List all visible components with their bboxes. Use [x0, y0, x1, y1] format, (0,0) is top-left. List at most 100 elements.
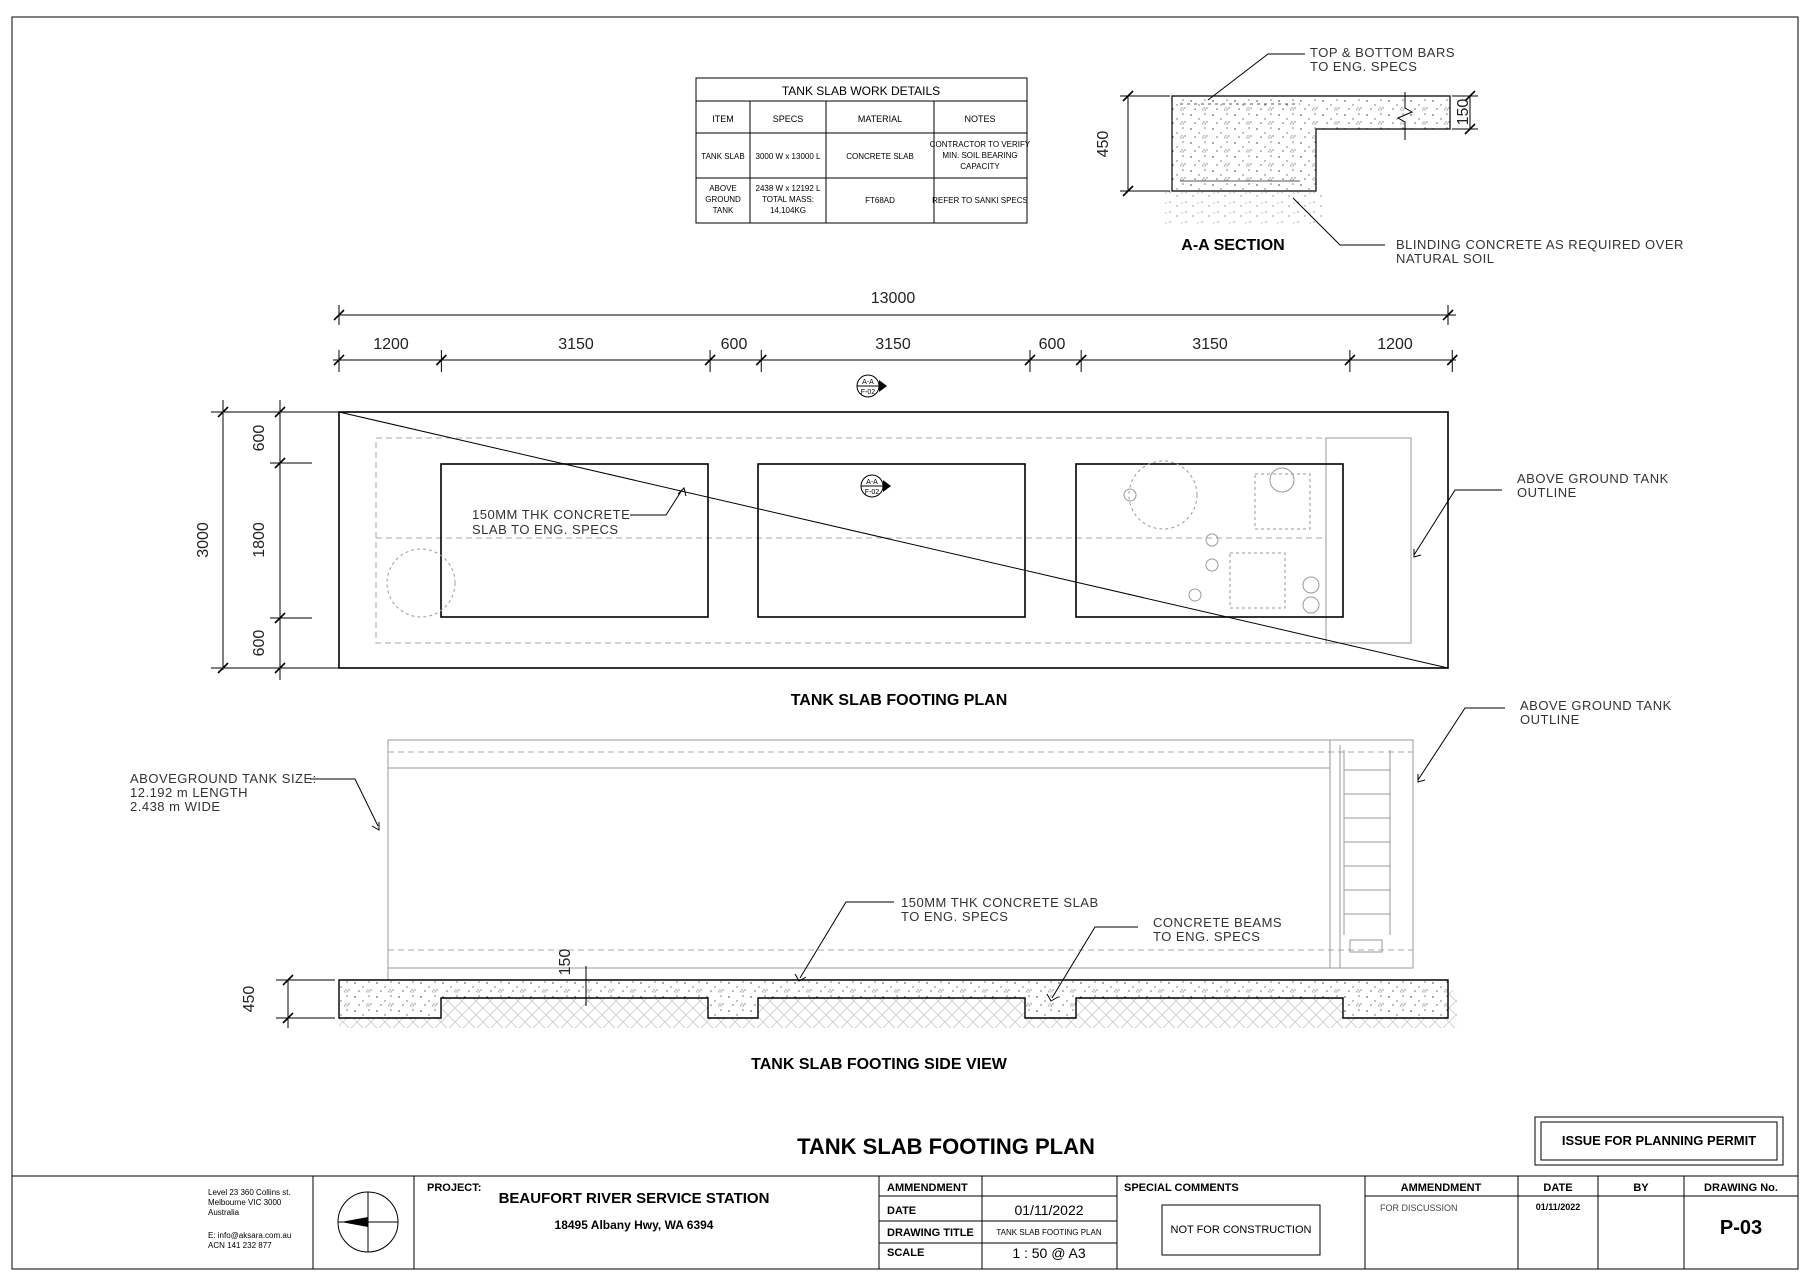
special-comments-label: SPECIAL COMMENTS: [1124, 1182, 1239, 1194]
table-cell: MIN. SOIL BEARING: [942, 151, 1017, 160]
north-arrow-icon: [337, 1191, 399, 1253]
plan-outline-note: ABOVE GROUND TANK: [1517, 471, 1669, 486]
table-cell: CONCRETE SLAB: [846, 152, 914, 161]
segment-dim: 3150: [875, 336, 911, 353]
beam-pit: [1075, 463, 1344, 618]
company-address-line: Melbourne VIC 3000: [208, 1198, 282, 1207]
section-height-dim: 450: [1095, 131, 1112, 158]
side-height-dim: 450: [241, 986, 258, 1013]
plan-slab-note: 150MM THK CONCRETE: [472, 507, 630, 522]
table-cell: GROUND: [705, 195, 741, 204]
slab-outline: [338, 411, 1449, 669]
segment-dim: 3150: [558, 336, 594, 353]
rev-by-header: BY: [1633, 1182, 1649, 1194]
side-slab-note: TO ENG. SPECS: [901, 909, 1008, 924]
table-cell: TANK SLAB: [701, 152, 744, 161]
amendment-label: AMMENDMENT: [887, 1182, 968, 1194]
rev-date-value: 01/11/2022: [1536, 1202, 1581, 1212]
width-segment-dim: 600: [251, 425, 268, 452]
scale-value: 1 : 50 @ A3: [1012, 1245, 1086, 1261]
overall-width-dim: 3000: [195, 522, 212, 558]
table-cell: 14,104KG: [770, 206, 806, 215]
tank-size-note: 12.192 m LENGTH: [130, 785, 248, 800]
scale-label: SCALE: [887, 1247, 924, 1259]
side-outline-note: OUTLINE: [1520, 712, 1580, 727]
side-beam-note: CONCRETE BEAMS: [1153, 915, 1282, 930]
table-cell: REFER TO SANKI SPECS: [932, 196, 1028, 205]
section-top-note: TO ENG. SPECS: [1310, 59, 1417, 74]
not-for-construction: NOT FOR CONSTRUCTION: [1171, 1224, 1312, 1236]
project-label: PROJECT:: [427, 1182, 481, 1194]
company-email: E: info@aksara.com.au: [208, 1231, 291, 1240]
footing-side-view: 450 150 ABOVEGROUND TANK SIZE: 12.192 m …: [130, 698, 1672, 1073]
section-marker-top: A-A F-02: [856, 374, 887, 398]
plan-dimension-chain: 13000 1200 3150 600 3150 600 3150 1200: [333, 290, 1458, 372]
issue-stamp: ISSUE FOR PLANNING PERMIT: [1534, 1116, 1784, 1166]
table-cell: FT68AD: [865, 196, 895, 205]
company-acn: ACN 141 232 877: [208, 1241, 272, 1250]
dimension-tick: [1024, 354, 1036, 366]
table-cell: ABOVE: [709, 184, 737, 193]
aa-section-detail: 450 150 TOP & BOTTOM BARS TO ENG. SPECS …: [1095, 45, 1684, 266]
table-cell: CAPACITY: [960, 162, 1000, 171]
width-segment-dim: 600: [251, 630, 268, 657]
table-cell: TOTAL MASS:: [762, 195, 814, 204]
beam-pit: [440, 463, 709, 618]
section-bottom-note: BLINDING CONCRETE AS REQUIRED OVER: [1396, 237, 1684, 252]
segment-dim: 1200: [373, 336, 409, 353]
company-address-line: Australia: [208, 1208, 240, 1217]
side-outline-note: ABOVE GROUND TANK: [1520, 698, 1672, 713]
section-title: A-A SECTION: [1181, 237, 1284, 254]
segment-dim: 3150: [1192, 336, 1228, 353]
table-cell: 3000 W x 13000 L: [756, 152, 821, 161]
dimension-tick: [333, 354, 345, 366]
drawing-title-label: DRAWING TITLE: [887, 1227, 974, 1239]
project-address: 18495 Albany Hwy, WA 6394: [555, 1218, 714, 1232]
table-title: TANK SLAB WORK DETAILS: [782, 84, 940, 98]
svg-text:ISSUE FOR PLANNING PERMIT: ISSUE FOR PLANNING PERMIT: [1562, 1133, 1756, 1148]
width-segment-dim: 1800: [251, 522, 268, 558]
table-header-notes: NOTES: [964, 114, 995, 124]
segment-dim: 600: [721, 336, 748, 353]
tank-size-note: ABOVEGROUND TANK SIZE:: [130, 771, 317, 786]
section-bottom-note: NATURAL SOIL: [1396, 251, 1494, 266]
sheet-border: [11, 16, 1799, 1270]
footing-plan-view: A-A F-02 A-A F-02 150MM THK CONCRETE SLA…: [338, 374, 1669, 709]
plan-width-dims: 3000 600 1800 600: [195, 400, 340, 680]
drawing-number: P-03: [1720, 1217, 1762, 1239]
dimension-tick: [704, 354, 716, 366]
section-top-note: TOP & BOTTOM BARS: [1310, 45, 1455, 60]
company-address-line: Level 23 360 Collins st.: [208, 1188, 291, 1197]
svg-text:F-02: F-02: [865, 489, 880, 496]
tank-side-outline: [387, 739, 1414, 969]
section-thickness-dim: 150: [1455, 99, 1472, 126]
work-details-table: TANK SLAB WORK DETAILS ITEM SPECS MATERI…: [695, 77, 1031, 224]
side-beam-note: TO ENG. SPECS: [1153, 929, 1260, 944]
side-title: TANK SLAB FOOTING SIDE VIEW: [751, 1056, 1008, 1073]
svg-text:A-A: A-A: [866, 479, 878, 486]
table-cell: CONTRACTOR TO VERIFY: [930, 140, 1031, 149]
main-title: TANK SLAB FOOTING PLAN: [797, 1134, 1095, 1159]
plan-title: TANK SLAB FOOTING PLAN: [791, 692, 1008, 709]
rev-date-header: DATE: [1543, 1182, 1572, 1194]
svg-text:A-A: A-A: [862, 379, 874, 386]
beam-pit: [757, 463, 1026, 618]
table-header-item: ITEM: [712, 114, 734, 124]
dimension-tick: [1075, 354, 1087, 366]
plan-outline-note: OUTLINE: [1517, 485, 1577, 500]
table-cell: TANK: [713, 206, 734, 215]
project-name: BEAUFORT RIVER SERVICE STATION: [499, 1190, 770, 1207]
overall-length-dim: 13000: [871, 290, 916, 307]
dimension-tick: [1344, 354, 1356, 366]
table-header-specs: SPECS: [773, 114, 804, 124]
segment-dim: 600: [1039, 336, 1066, 353]
tank-size-note: 2.438 m WIDE: [130, 799, 221, 814]
segment-dim: 1200: [1377, 336, 1413, 353]
rev-amendment-value: FOR DISCUSSION: [1380, 1203, 1458, 1213]
drawing-title-value: TANK SLAB FOOTING PLAN: [996, 1228, 1101, 1237]
table-header-material: MATERIAL: [858, 114, 902, 124]
plan-slab-note: SLAB TO ENG. SPECS: [472, 522, 619, 537]
dimension-tick: [435, 354, 447, 366]
date-label: DATE: [887, 1205, 916, 1217]
